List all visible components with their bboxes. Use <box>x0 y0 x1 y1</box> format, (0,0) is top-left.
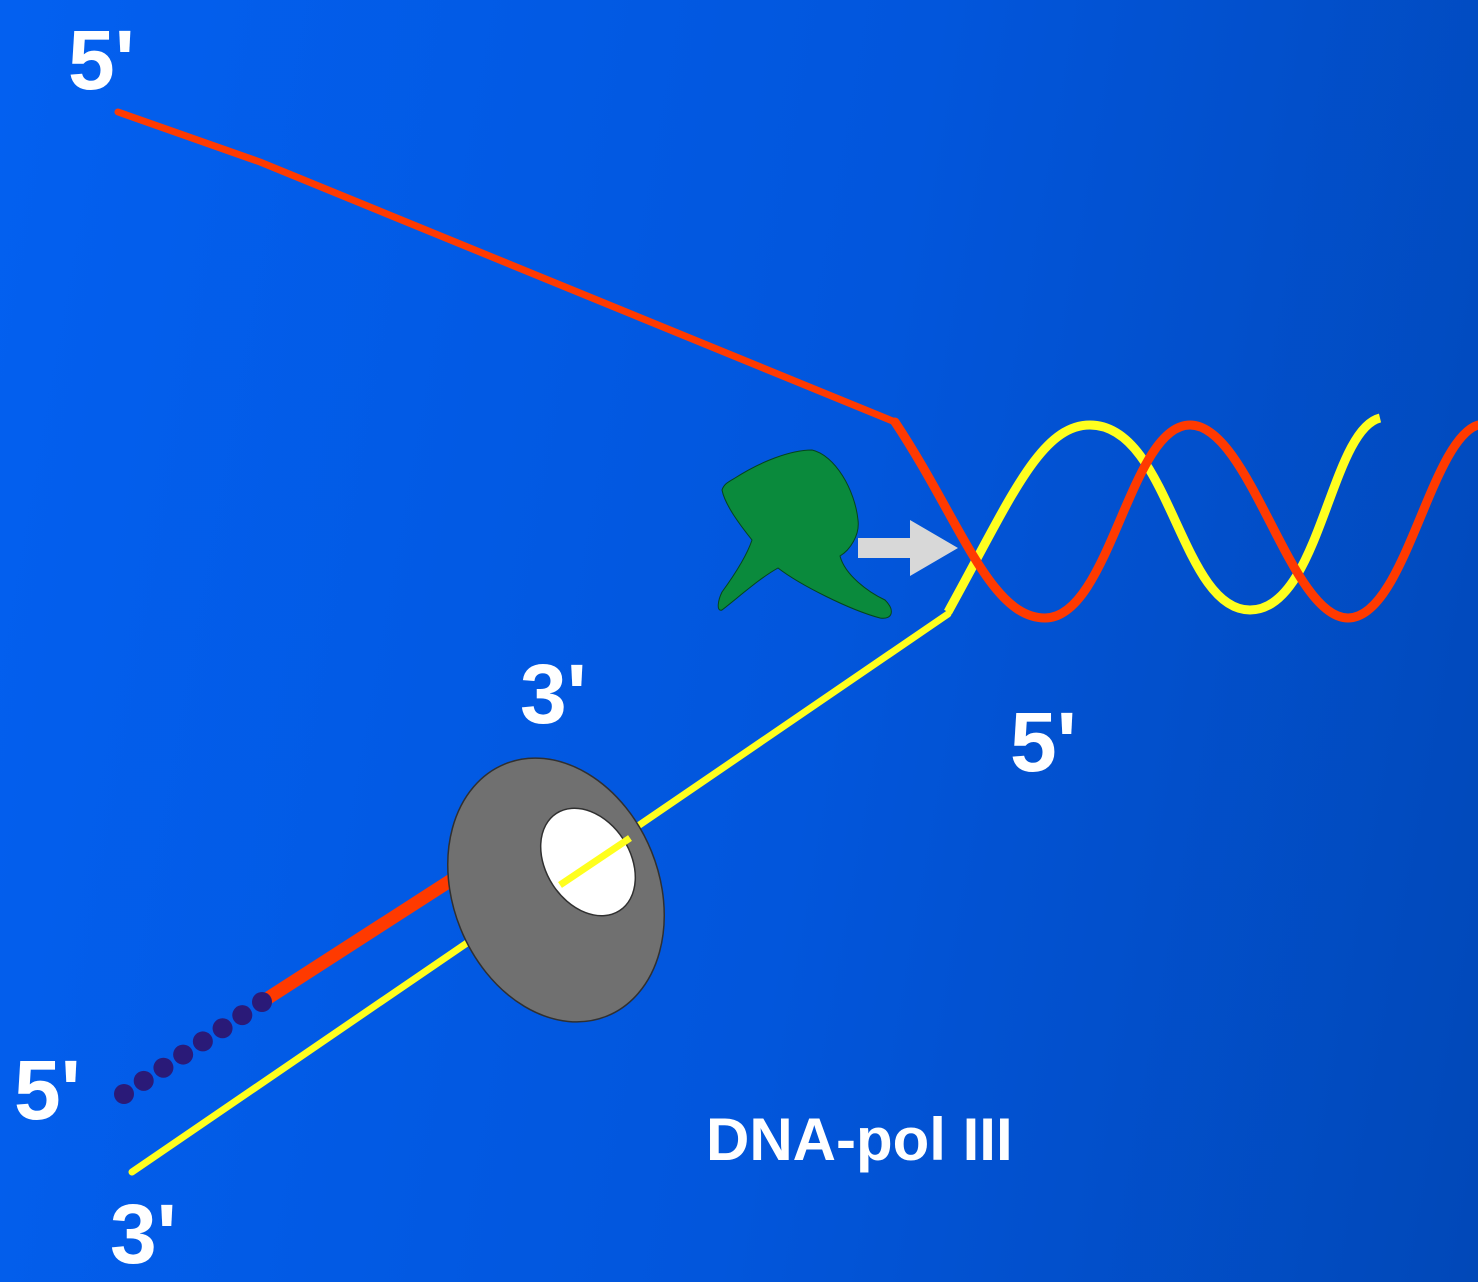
label-5prime-top-left: 5' <box>68 13 135 107</box>
primer-nucleotide <box>192 1031 213 1052</box>
primer-nucleotide <box>114 1084 134 1104</box>
helix-strand-yellow <box>944 413 1382 615</box>
primer-nucleotide <box>133 1070 154 1091</box>
primer-nucleotide <box>232 1005 253 1026</box>
primer-nucleotide <box>173 1044 194 1065</box>
label-3prime-bottom: 3' <box>110 1187 177 1281</box>
label-5prime-fork: 5' <box>1010 695 1077 789</box>
new-leading-strand <box>261 862 474 1006</box>
helicase-icon <box>717 449 892 619</box>
rna-primer <box>114 992 272 1104</box>
label-3prime-clamp: 3' <box>520 647 587 741</box>
template-through-clamp <box>558 835 632 888</box>
parental-strand-top <box>114 108 899 426</box>
primer-nucleotide <box>153 1057 174 1078</box>
sliding-clamp-icon <box>447 757 665 1023</box>
label-5prime-lagging: 5' <box>14 1043 81 1137</box>
primer-nucleotide <box>252 992 272 1012</box>
enzyme-label: DNA-pol III <box>706 1106 1013 1173</box>
helix-strand-red <box>890 417 1478 623</box>
direction-arrow-icon <box>858 520 958 576</box>
primer-nucleotide <box>212 1018 233 1039</box>
